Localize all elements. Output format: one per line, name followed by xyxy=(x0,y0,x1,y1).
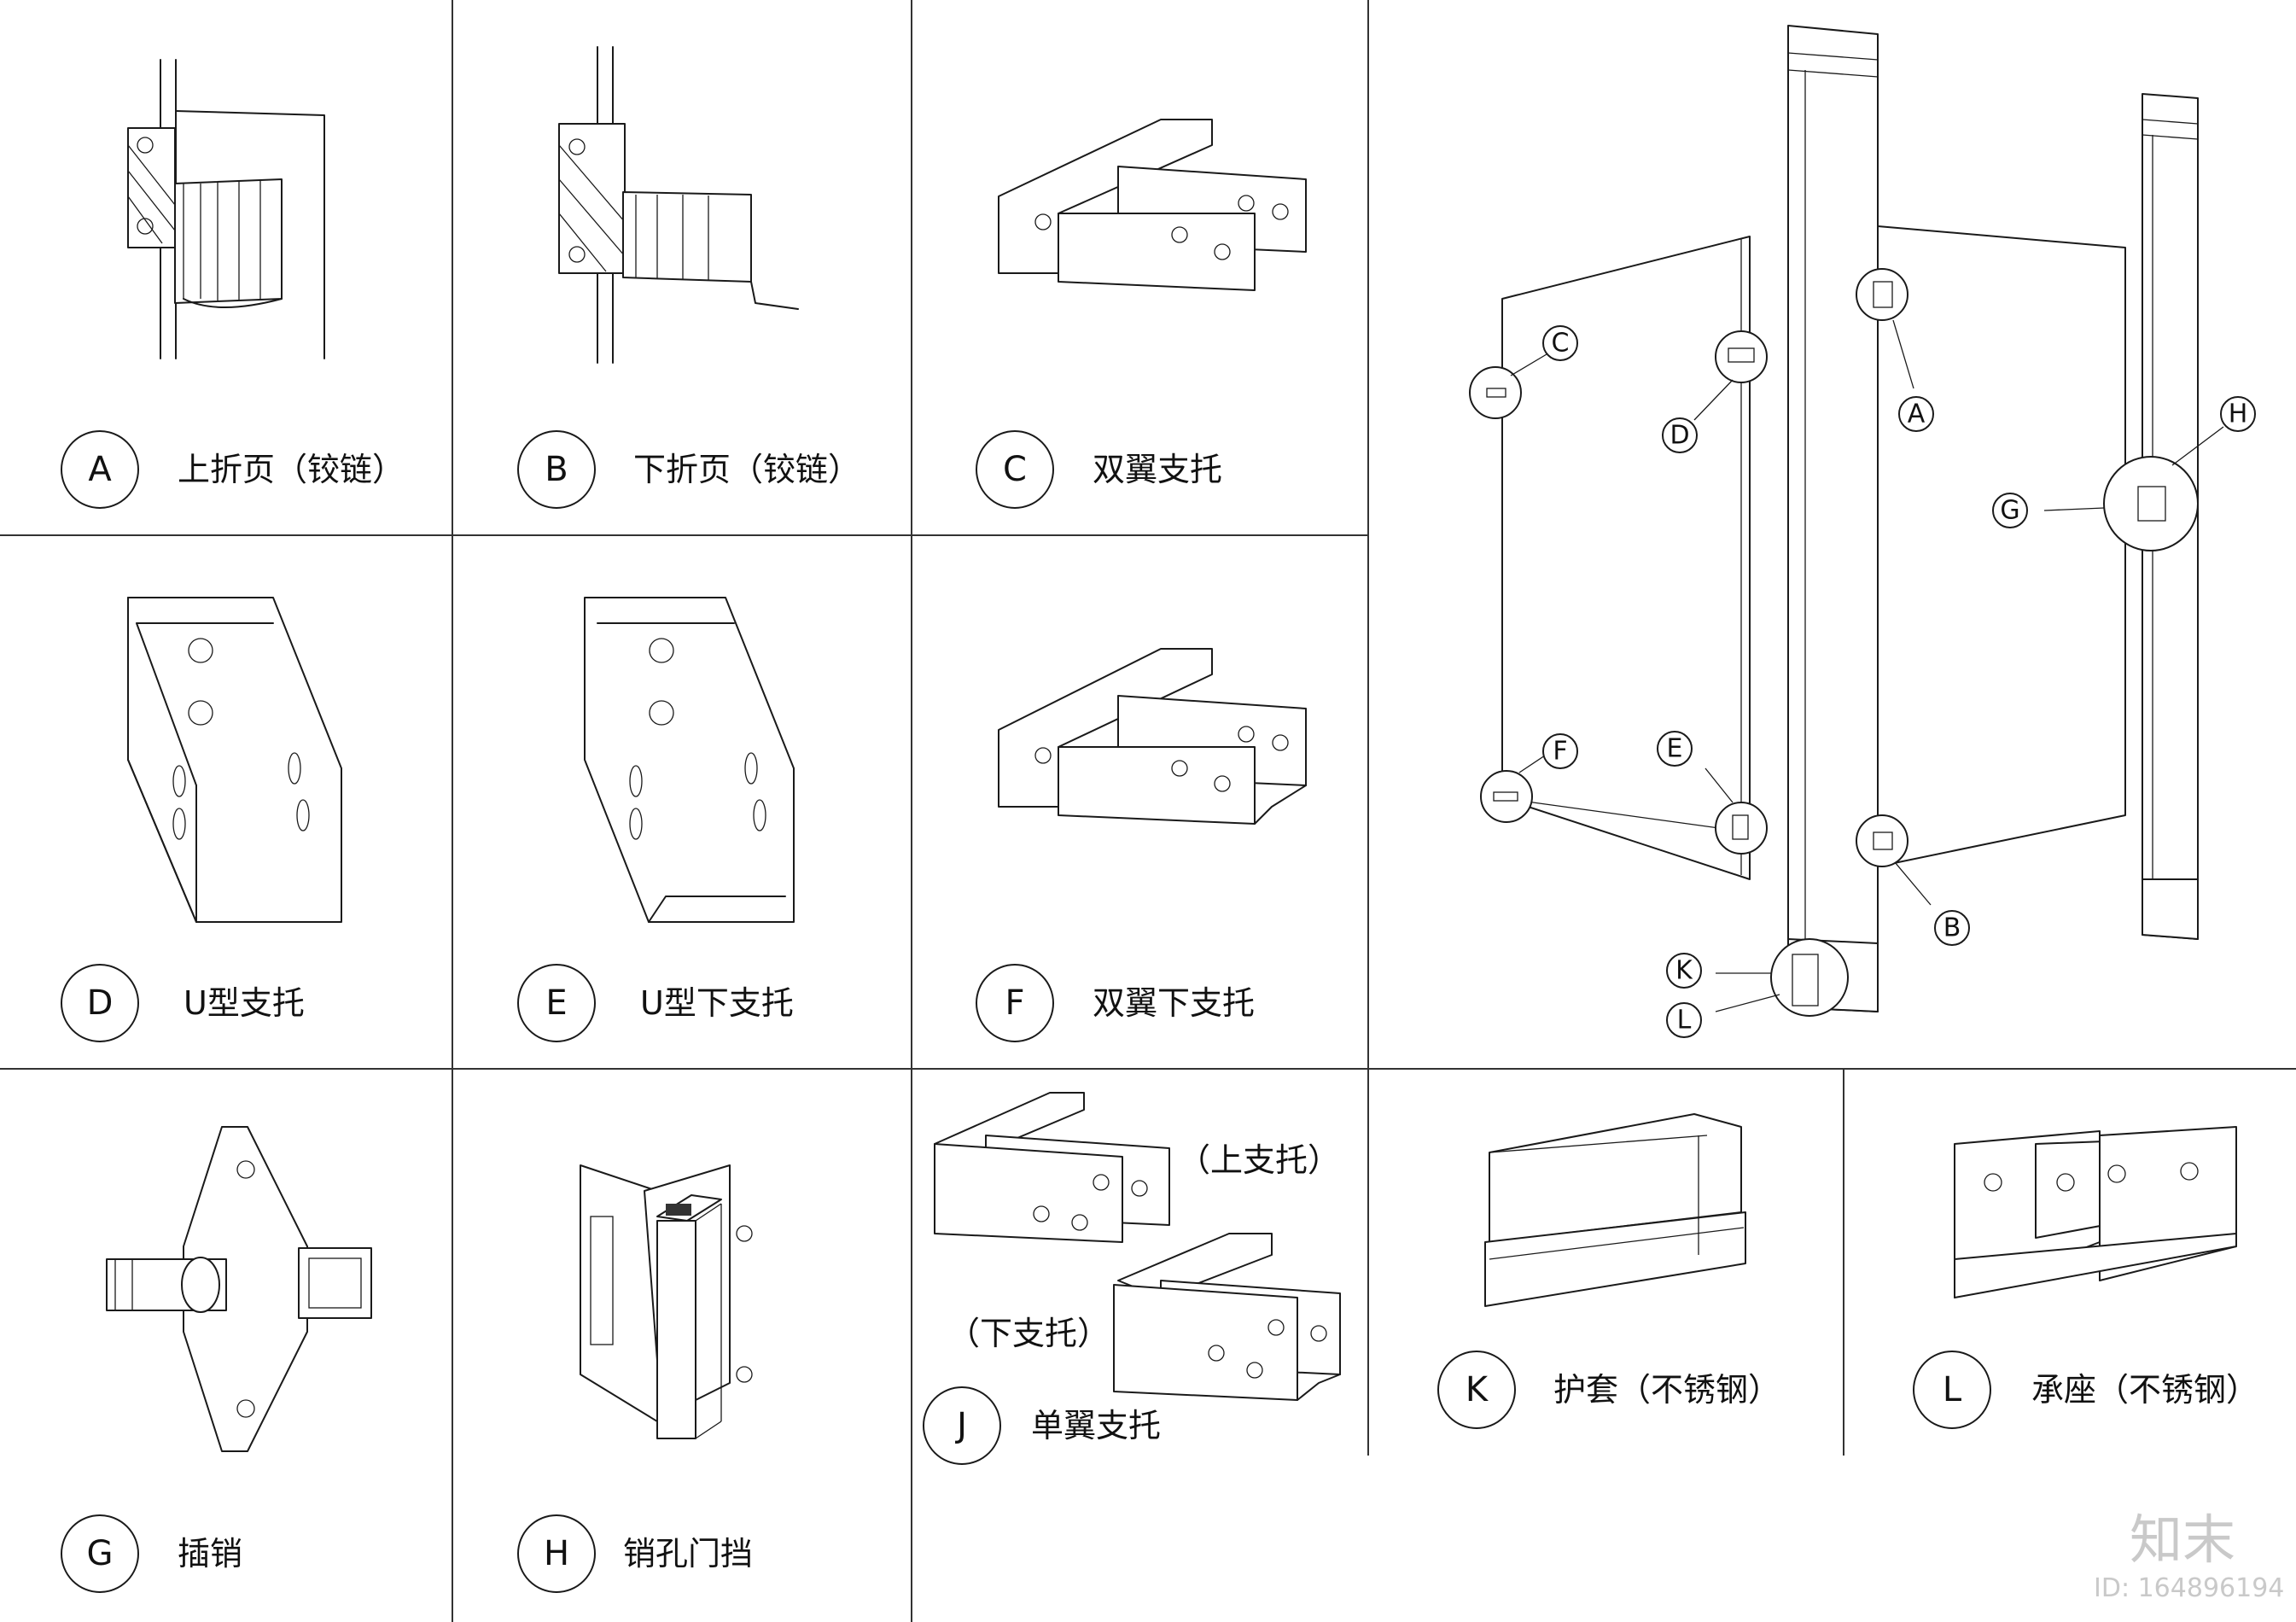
callout-tag-g: G xyxy=(1992,493,2028,528)
svg-text:F: F xyxy=(1553,737,1567,767)
badge-circle-j xyxy=(923,1386,1001,1465)
badge-letter-l: L xyxy=(1943,1370,1962,1409)
double-wing-bracket-drawing xyxy=(998,119,1307,291)
svg-text:E: E xyxy=(1667,734,1683,764)
watermark-id: ID: 164896194 xyxy=(2094,1573,2284,1603)
label-hinge-lower: 下折页（铰链） xyxy=(633,451,860,488)
label-lower-support: （下支托） xyxy=(947,1315,1110,1352)
svg-text:D: D xyxy=(1670,421,1689,451)
badge-letter-h: H xyxy=(544,1534,569,1573)
badge-letter-g: G xyxy=(87,1534,114,1573)
assembly-drawing xyxy=(1501,25,2199,1012)
svg-text:L: L xyxy=(1677,1006,1692,1036)
single-wing-upper-bracket-drawing xyxy=(934,1092,1170,1243)
single-wing-lower-bracket-drawing xyxy=(1113,1233,1341,1401)
badge-circle-e xyxy=(517,964,596,1042)
hinge-upper-drawing xyxy=(127,59,325,359)
badge-letter-a: A xyxy=(88,450,112,489)
badge-circle-k xyxy=(1437,1351,1516,1429)
badge-circle-b xyxy=(517,430,596,509)
svg-text:C: C xyxy=(1552,329,1570,359)
badge-letter-c: C xyxy=(1003,450,1027,489)
badge-letter-k: K xyxy=(1466,1370,1489,1409)
u-bracket-drawing xyxy=(127,597,342,923)
badge-letter-e: E xyxy=(545,983,567,1023)
u-lower-bracket-drawing xyxy=(584,597,795,923)
callout-tag-k: K xyxy=(1666,953,1702,989)
badge-circle-f xyxy=(976,964,1054,1042)
assembly-leader-lines xyxy=(1510,319,2224,1012)
hinge-lower-drawing xyxy=(558,46,799,364)
latch-drawing xyxy=(106,1126,372,1452)
badge-letter-b: B xyxy=(545,450,568,489)
callout-tag-h: H xyxy=(2220,396,2256,432)
label-pin-hole-stop: 销孔门挡 xyxy=(623,1535,753,1572)
callout-tag-e: E xyxy=(1657,731,1693,767)
pin-hole-stop-drawing xyxy=(580,1164,753,1439)
assembly-zoom-circles xyxy=(1469,268,2199,1017)
callout-tag-c: C xyxy=(1542,325,1578,361)
stainless-sleeve-drawing xyxy=(1484,1113,1746,1307)
label-hinge-upper: 上折页（铰链） xyxy=(178,451,405,488)
badge-letter-d: D xyxy=(87,983,114,1023)
callout-tag-d: D xyxy=(1662,417,1698,453)
badge-circle-l xyxy=(1913,1351,1991,1429)
badge-circle-d xyxy=(61,964,139,1042)
callout-tag-f: F xyxy=(1542,733,1578,769)
badge-circle-h xyxy=(517,1514,596,1593)
callout-tag-a: A xyxy=(1898,396,1934,432)
svg-text:G: G xyxy=(2000,496,2019,526)
badge-letter-f: F xyxy=(1005,983,1024,1023)
badge-letter-j: J xyxy=(954,1406,967,1445)
stainless-seat-drawing xyxy=(1954,1126,2237,1298)
label-latch: 插销 xyxy=(178,1535,242,1572)
label-stainless-sleeve: 护套（不锈钢） xyxy=(1553,1371,1780,1409)
svg-text:K: K xyxy=(1675,956,1693,986)
double-wing-lower-bracket-drawing xyxy=(998,648,1307,825)
callout-tag-l: L xyxy=(1666,1002,1702,1038)
badge-circle-c xyxy=(976,430,1054,509)
badge-circle-a xyxy=(61,430,139,509)
svg-text:H: H xyxy=(2229,400,2248,429)
svg-text:B: B xyxy=(1943,913,1961,943)
svg-text:A: A xyxy=(1908,400,1926,429)
label-upper-support: （上支托） xyxy=(1178,1141,1340,1179)
watermark-brand: 知末 xyxy=(2130,1508,2235,1571)
label-stainless-seat: 承座（不锈钢） xyxy=(2031,1371,2258,1409)
label-u-lower-bracket: U型下支托 xyxy=(640,984,794,1022)
label-double-wing-lower-bracket: 双翼下支托 xyxy=(1093,984,1255,1022)
label-double-wing-bracket: 双翼支托 xyxy=(1093,451,1222,488)
badge-circle-g xyxy=(61,1514,139,1593)
callout-tag-b: B xyxy=(1934,910,1970,946)
label-u-bracket: U型支托 xyxy=(184,984,305,1022)
label-single-wing-bracket: 单翼支托 xyxy=(1031,1407,1161,1444)
